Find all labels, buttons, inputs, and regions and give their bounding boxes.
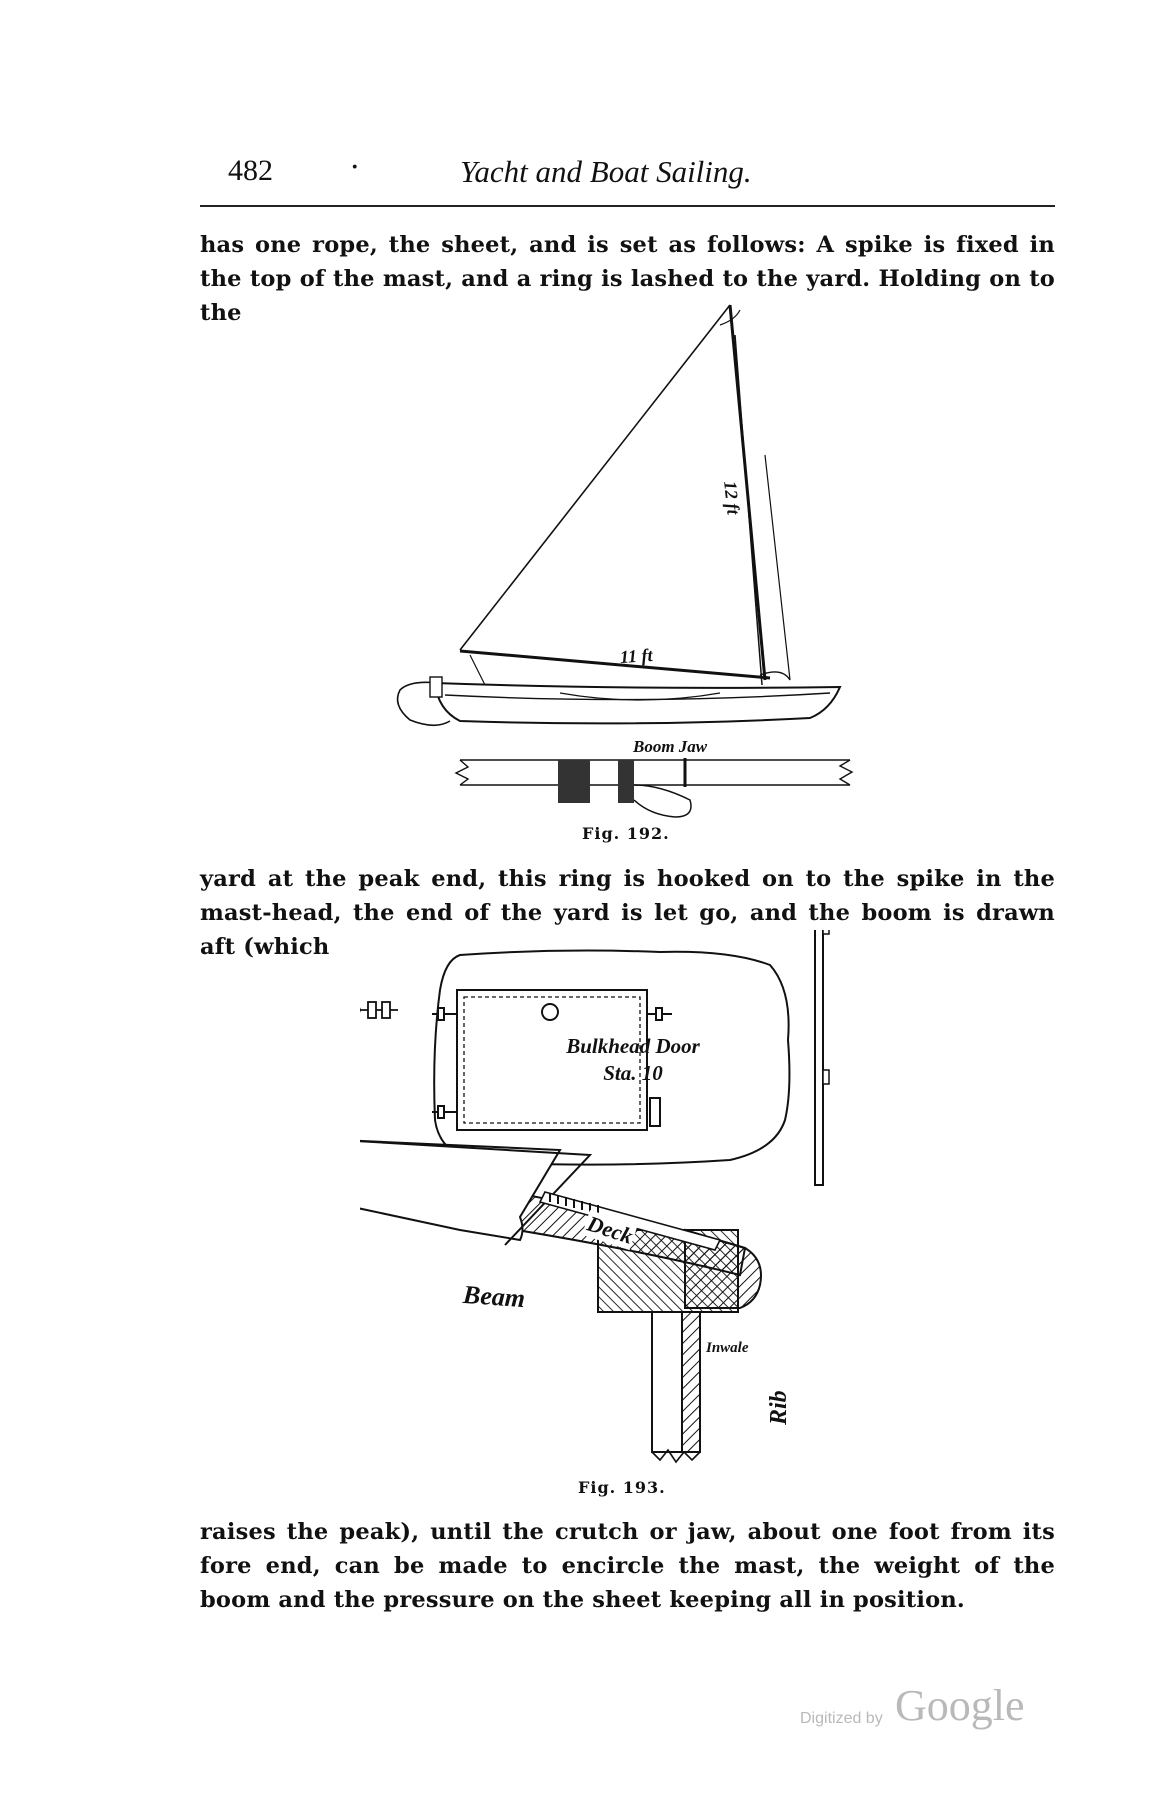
boom-line [459,649,771,680]
door-knob [541,1003,559,1021]
beam-label: Beam [462,1279,527,1314]
hull [433,681,842,725]
paragraph-3: raises the peak), until the crutch or ja… [200,1519,1055,1613]
bulkhead-door [456,989,648,1131]
station-label: Sta. 10 [603,1061,663,1085]
watermark-prefix: Digitized by [800,1710,883,1727]
running-header: 482 · Yacht and Boat Sailing. [200,150,1055,200]
beam-section [360,1139,562,1242]
mast-stay [764,454,791,681]
digitized-by-google-watermark: Digitized by Google [800,1680,1060,1740]
header-separator: · [350,150,360,185]
wing-nut-icon [360,1001,398,1019]
mast-length-label: 12 ft [720,480,744,516]
boom-jaw-label: Boom Jaw [633,737,708,756]
boom-length-label: 11 ft [619,644,654,668]
paragraph-1: has one rope, the sheet, and is set as f… [200,232,1055,326]
figure-192-sailboat [396,304,854,818]
page-number: 482 [228,154,273,187]
screw-icon [538,1191,722,1251]
running-title: Yacht and Boat Sailing. [460,154,752,189]
figure-192-caption: Fig. 192. [582,824,670,843]
figure-193-bulkhead [360,930,830,1464]
door-fasteners [432,1007,672,1127]
google-logo: Google [895,1681,1025,1730]
paragraph-2: yard at the peak end, this ring is hooke… [200,866,1055,960]
boom-jaw-lashing [558,760,634,803]
mast-line [734,334,763,686]
bulkhead-door-label: Bulkhead Door [566,1034,700,1058]
sail-luff [459,304,731,651]
bulkhead-side-section [814,930,824,1186]
figure-193-caption: Fig. 193. [578,1478,666,1497]
inwale-label: Inwale [704,1340,751,1357]
header-rule [200,205,1055,207]
rib-label: Rib [766,1390,792,1425]
rudder [396,681,451,727]
